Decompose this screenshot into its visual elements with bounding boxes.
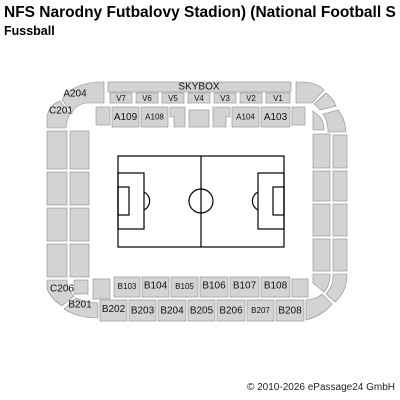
- section-v7[interactable]: [109, 92, 133, 104]
- section-skybox-label: SKYBOX: [178, 82, 219, 93]
- section-v3-label: V3: [220, 94, 230, 103]
- section-d205[interactable]: [332, 238, 348, 272]
- section-c102[interactable]: [69, 130, 90, 170]
- section-a103[interactable]: [260, 106, 291, 128]
- section-b202-label: B202: [102, 304, 126, 315]
- section-d104[interactable]: [312, 203, 331, 237]
- section-c201-label: C201: [49, 106, 73, 117]
- section-b105[interactable]: [170, 276, 199, 298]
- section-v3[interactable]: [213, 92, 237, 104]
- football-pitch: [117, 155, 285, 248]
- section-c203[interactable]: [46, 171, 68, 206]
- section-b108[interactable]: [260, 276, 291, 298]
- section-b201[interactable]: [63, 297, 99, 319]
- section-a103-label: A103: [264, 112, 288, 123]
- section-d202[interactable]: [332, 134, 348, 169]
- section-c201[interactable]: [46, 100, 71, 129]
- section-b203[interactable]: [128, 299, 157, 322]
- section-c101[interactable]: [322, 109, 347, 133]
- section-d106[interactable]: [312, 273, 331, 293]
- section-b104-label: B104: [144, 281, 168, 292]
- section-b202[interactable]: [99, 299, 128, 322]
- section-b108-label: B108: [264, 281, 288, 292]
- page-subtitle: Fussball: [4, 24, 55, 38]
- section-b206[interactable]: [216, 299, 246, 322]
- section-v1[interactable]: [265, 92, 291, 104]
- section-b201-label: B201: [68, 300, 92, 311]
- section-c104[interactable]: [69, 207, 90, 242]
- section-b205-label: B205: [190, 306, 214, 317]
- section-a105[interactable]: [212, 106, 231, 128]
- section-c202[interactable]: [46, 130, 68, 170]
- section-v1-label: V1: [273, 94, 283, 103]
- section-b206-label: B206: [219, 306, 243, 317]
- section-b204[interactable]: [157, 299, 187, 322]
- section-a109[interactable]: [111, 106, 140, 128]
- section-c206[interactable]: [46, 279, 75, 307]
- copyright-notice: © 2010-2026 ePassage24 GmbH: [246, 382, 395, 393]
- section-v5[interactable]: [161, 92, 185, 104]
- page-title: NFS Narodny Futbalovy Stadion) (National…: [4, 4, 396, 21]
- section-b101[interactable]: [73, 279, 89, 295]
- section-d206[interactable]: [325, 273, 348, 303]
- section-v6[interactable]: [135, 92, 159, 104]
- section-b203-label: B203: [131, 306, 155, 317]
- section-skybox[interactable]: [107, 81, 292, 93]
- section-a102[interactable]: [291, 106, 306, 126]
- section-b106-label: B106: [202, 281, 226, 292]
- section-a108[interactable]: [140, 106, 169, 128]
- section-b102[interactable]: [92, 278, 111, 300]
- section-a101[interactable]: [312, 110, 325, 131]
- section-b107[interactable]: [229, 276, 260, 298]
- section-c204[interactable]: [46, 207, 68, 242]
- section-c205[interactable]: [46, 243, 68, 278]
- section-b207-label: B207: [251, 306, 270, 315]
- section-v7-label: V7: [116, 94, 126, 103]
- section-a202[interactable]: [313, 92, 337, 111]
- section-b107-label: B107: [233, 281, 257, 292]
- section-c105[interactable]: [69, 243, 90, 278]
- section-a104-label: A104: [236, 113, 255, 122]
- section-d105[interactable]: [312, 238, 331, 272]
- section-d102[interactable]: [312, 133, 331, 169]
- section-b104[interactable]: [141, 276, 170, 298]
- section-b209[interactable]: [305, 293, 333, 321]
- section-v2-label: V2: [246, 94, 256, 103]
- section-b103-label: B103: [118, 282, 137, 291]
- section-a104[interactable]: [231, 106, 260, 128]
- section-b208-label: B208: [278, 306, 302, 317]
- section-b106[interactable]: [199, 276, 229, 298]
- section-b208[interactable]: [275, 299, 305, 322]
- section-v5-label: V5: [168, 94, 178, 103]
- section-b105-label: B105: [175, 282, 194, 291]
- section-v6-label: V6: [142, 94, 152, 103]
- section-d203[interactable]: [332, 170, 348, 202]
- section-b109[interactable]: [291, 278, 309, 298]
- section-v2[interactable]: [239, 92, 263, 104]
- section-d204[interactable]: [332, 203, 348, 237]
- section-a108-label: A108: [145, 113, 164, 122]
- section-b207[interactable]: [246, 299, 275, 322]
- section-a204[interactable]: [61, 81, 105, 113]
- section-v4-label: V4: [194, 94, 204, 103]
- section-a201[interactable]: [295, 81, 325, 104]
- section-b205[interactable]: [187, 299, 216, 322]
- section-a107[interactable]: [169, 106, 186, 128]
- section-d103[interactable]: [312, 170, 331, 202]
- section-c206-label: C206: [50, 284, 74, 295]
- section-c103[interactable]: [69, 171, 90, 206]
- section-a109-label: A109: [114, 112, 138, 123]
- section-a110[interactable]: [95, 106, 111, 126]
- section-b204-label: B204: [160, 306, 184, 317]
- section-b103[interactable]: [113, 276, 141, 298]
- section-v4[interactable]: [187, 92, 211, 104]
- section-a106[interactable]: [188, 109, 210, 128]
- section-a204-label: A204: [63, 89, 87, 100]
